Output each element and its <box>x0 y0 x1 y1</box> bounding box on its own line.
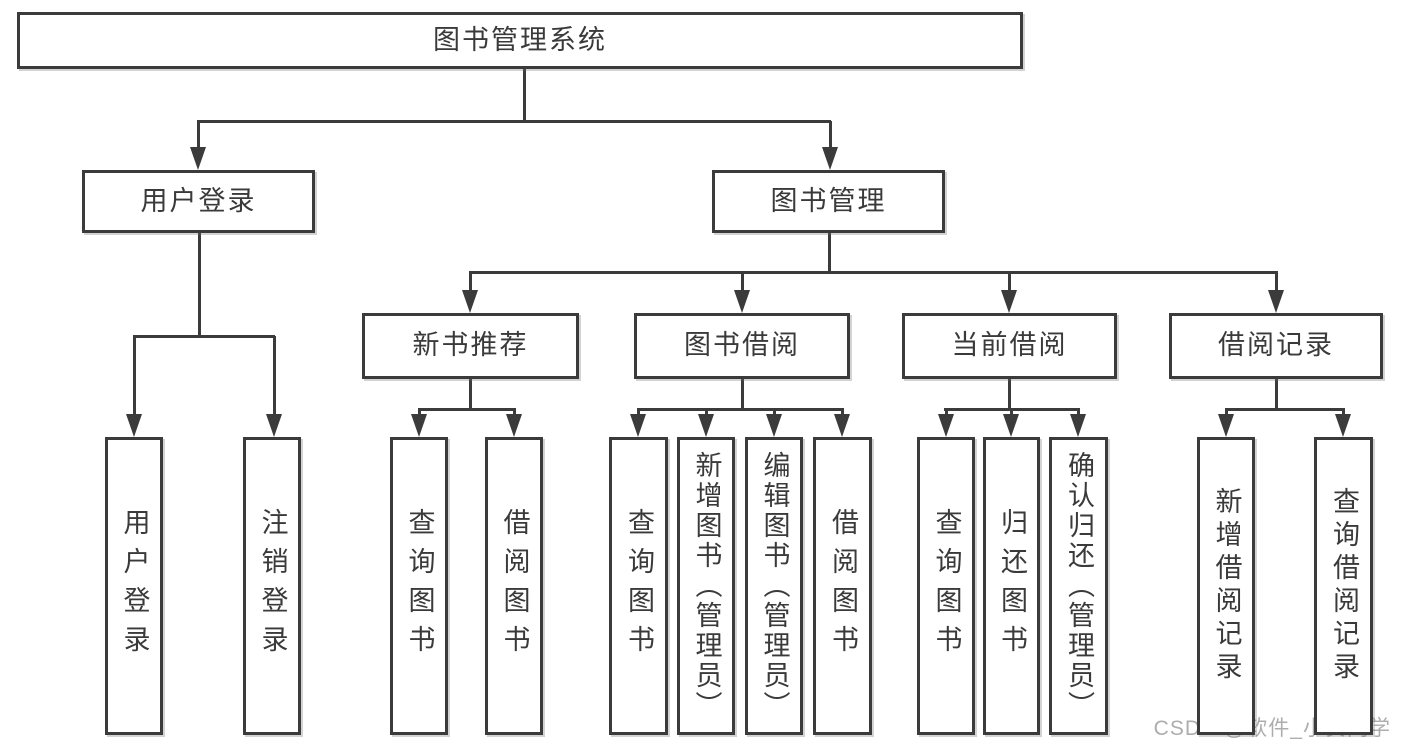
node-label: 新书推荐 <box>412 330 529 361</box>
arrow-down-icon <box>266 414 282 437</box>
connector-line <box>468 379 472 409</box>
leaf-edit-book-admin: 编辑图书（管理员） <box>745 437 803 735</box>
connector-line <box>469 270 1278 274</box>
node-label: 新增图书（管理员） <box>691 451 722 721</box>
node-book-management: 图书管理 <box>712 170 945 233</box>
connector-line <box>1274 272 1278 295</box>
connector-line <box>740 379 744 409</box>
arrow-down-icon <box>1268 290 1284 313</box>
connector-line <box>196 121 200 152</box>
node-label: 查询借阅记录 <box>1329 487 1359 685</box>
arrow-down-icon <box>1218 414 1234 437</box>
leaf-borrow-books-borrowing: 借阅图书 <box>813 437 872 735</box>
connector-line <box>827 233 831 272</box>
node-label: 编辑图书（管理员） <box>759 451 790 721</box>
node-label: 图书借阅 <box>684 330 800 361</box>
arrow-down-icon <box>698 414 714 437</box>
connector-line <box>468 272 472 295</box>
connector-line <box>828 121 832 152</box>
arrow-down-icon <box>190 147 206 170</box>
arrow-down-icon <box>126 414 142 437</box>
connector-line <box>272 336 276 419</box>
connector-line <box>1225 407 1345 411</box>
connector-line <box>522 69 526 121</box>
node-label: 图书管理系统 <box>433 24 607 55</box>
node-label: 用户登录 <box>119 508 150 664</box>
node-label: 借阅图书 <box>828 508 858 664</box>
connector-line <box>637 407 844 411</box>
connector-line <box>740 272 744 295</box>
node-new-book-recommendation: 新书推荐 <box>362 313 579 379</box>
node-label: 用户登录 <box>140 185 257 216</box>
leaf-query-books-recommend: 查询图书 <box>390 437 448 735</box>
node-current-borrowing: 当前借阅 <box>902 313 1117 379</box>
connector-line <box>132 336 136 419</box>
arrow-down-icon <box>938 414 954 437</box>
node-label: 新增借阅记录 <box>1211 487 1242 685</box>
node-book-borrowing: 图书借阅 <box>634 313 850 379</box>
node-label: 查询图书 <box>931 508 962 664</box>
connector-line <box>1007 379 1011 409</box>
arrow-down-icon <box>411 414 427 437</box>
arrow-down-icon <box>506 414 522 437</box>
node-label: 当前借阅 <box>951 330 1068 361</box>
arrow-down-icon <box>1001 290 1017 313</box>
node-label: 借阅记录 <box>1218 330 1334 361</box>
arrow-down-icon <box>1003 414 1019 437</box>
leaf-add-book-admin: 新增图书（管理员） <box>677 437 735 735</box>
node-borrowing-records: 借阅记录 <box>1169 313 1383 379</box>
node-label: 查询图书 <box>404 508 435 664</box>
node-library-management-system: 图书管理系统 <box>17 12 1023 69</box>
arrow-down-icon <box>834 414 850 437</box>
node-label: 确认归还（管理员） <box>1064 451 1094 721</box>
leaf-query-borrow-record: 查询借阅记录 <box>1314 437 1373 735</box>
leaf-logout: 注销登录 <box>243 437 301 735</box>
node-label: 归还图书 <box>997 508 1027 664</box>
arrow-down-icon <box>734 290 750 313</box>
connector-line <box>197 233 201 336</box>
connector-line <box>418 407 516 411</box>
node-label: 借阅图书 <box>499 508 530 664</box>
connector-line <box>197 119 831 123</box>
arrow-down-icon <box>630 414 646 437</box>
leaf-borrow-books-recommend: 借阅图书 <box>485 437 543 735</box>
leaf-confirm-return-admin: 确认归还（管理员） <box>1049 437 1108 735</box>
arrow-down-icon <box>1070 414 1086 437</box>
leaf-query-books-borrowing: 查询图书 <box>609 437 668 735</box>
connector-line <box>1007 272 1011 295</box>
arrow-down-icon <box>766 414 782 437</box>
node-label: 图书管理 <box>770 185 887 216</box>
leaf-user-login: 用户登录 <box>105 437 163 735</box>
node-label: 注销登录 <box>257 508 288 664</box>
leaf-add-borrow-record: 新增借阅记录 <box>1197 437 1255 735</box>
connector-line <box>133 334 275 338</box>
connector-line <box>1274 379 1278 409</box>
node-label: 查询图书 <box>624 508 654 664</box>
node-user-login: 用户登录 <box>82 170 315 233</box>
leaf-query-books-current: 查询图书 <box>917 437 975 735</box>
arrow-down-icon <box>1335 414 1351 437</box>
arrow-down-icon <box>462 290 478 313</box>
arrow-down-icon <box>822 147 838 170</box>
leaf-return-books: 归还图书 <box>983 437 1040 735</box>
